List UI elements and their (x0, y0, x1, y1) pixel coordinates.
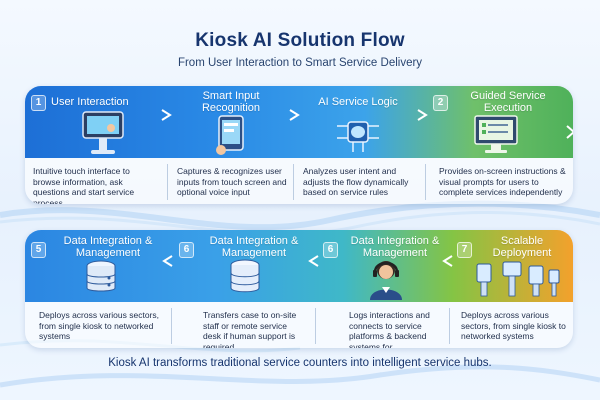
monitor-checklist-icon (474, 115, 518, 153)
step-title: Data Integration & Management (209, 235, 299, 259)
tablet-touch-icon (216, 115, 244, 155)
step-data-integration-1: 5 Data Integration & Management Deploys … (25, 230, 167, 348)
arrow-left-icon (162, 255, 173, 267)
arrow-right-icon (161, 109, 172, 121)
step-title: User Interaction (51, 96, 129, 108)
step-number-badge: 6 (323, 242, 338, 258)
step-number-badge: 1 (31, 95, 46, 111)
ai-brain-chip-icon (337, 121, 379, 152)
touch-kiosk-icon (82, 111, 124, 154)
page-title: Kiosk AI Solution Flow (195, 30, 405, 51)
step-description: Logs interactions and connects to servic… (349, 310, 430, 348)
step-number-badge: 7 (457, 242, 472, 258)
server-database-icon (230, 259, 260, 293)
step-smart-input-recognition: Smart Input Recognition Captures & recog… (169, 86, 293, 204)
column-divider (171, 308, 172, 344)
arrow-left-icon (442, 255, 453, 267)
step-data-integration-2: 6 Data Integration & Management Transfer… (173, 230, 311, 348)
step-data-integration-3: 6 Data Integration & Management Logs int… (317, 230, 447, 348)
step-ai-service-logic: AI Service Logic Analyzes user intent an… (295, 86, 421, 204)
step-description: Analyzes user intent and adjusts the flo… (303, 166, 409, 197)
step-number-badge: 6 (179, 242, 194, 258)
column-divider (425, 164, 426, 200)
database-stack-icon (86, 260, 116, 292)
flow-row-2: 5 Data Integration & Management Deploys … (25, 230, 573, 348)
column-divider (315, 308, 316, 344)
step-title: Data Integration & Management (63, 235, 153, 259)
footer-tagline: Kiosk AI transforms traditional service … (108, 357, 492, 369)
step-description: Transfers case to on-site staff or remot… (203, 310, 297, 348)
step-description: Intuitive touch interface to browse info… (33, 166, 135, 204)
step-title: Guided Service Execution (470, 90, 546, 114)
step-user-interaction: 1 User Interaction Intuitive touch inter… (25, 86, 163, 204)
step-description: Deploys across various sectors, from sin… (461, 310, 566, 341)
column-divider (293, 164, 294, 200)
flow-row-1: 1 User Interaction Intuitive touch inter… (25, 86, 573, 204)
support-agent-headset-icon (370, 261, 402, 300)
step-guided-service-execution: 2 Guided Service Execution Provides on-s… (427, 86, 573, 204)
chevron-right-icon (566, 125, 573, 139)
step-title: Scalable Deployment (492, 235, 552, 259)
column-divider (449, 308, 450, 344)
step-number-badge: 2 (433, 95, 448, 111)
column-divider (167, 164, 168, 200)
step-title: Data Integration & Management (350, 235, 440, 259)
step-title: AI Service Logic (318, 96, 398, 108)
page-subtitle: From User Interaction to Smart Service D… (177, 57, 423, 69)
step-description: Deploys across various sectors, from sin… (39, 310, 159, 341)
step-title: Smart Input Recognition (201, 90, 261, 114)
step-number-badge: 5 (31, 242, 46, 258)
arrow-left-icon (308, 255, 319, 267)
arrow-right-icon (289, 109, 300, 121)
kiosk-network-icon (476, 261, 560, 297)
step-description: Provides on-screen instructions & visual… (439, 166, 566, 197)
arrow-right-icon (417, 109, 428, 121)
step-scalable-deployment: 7 Scalable Deployment Deploys across var… (451, 230, 573, 348)
step-description: Captures & recognizes user inputs from t… (177, 166, 287, 197)
